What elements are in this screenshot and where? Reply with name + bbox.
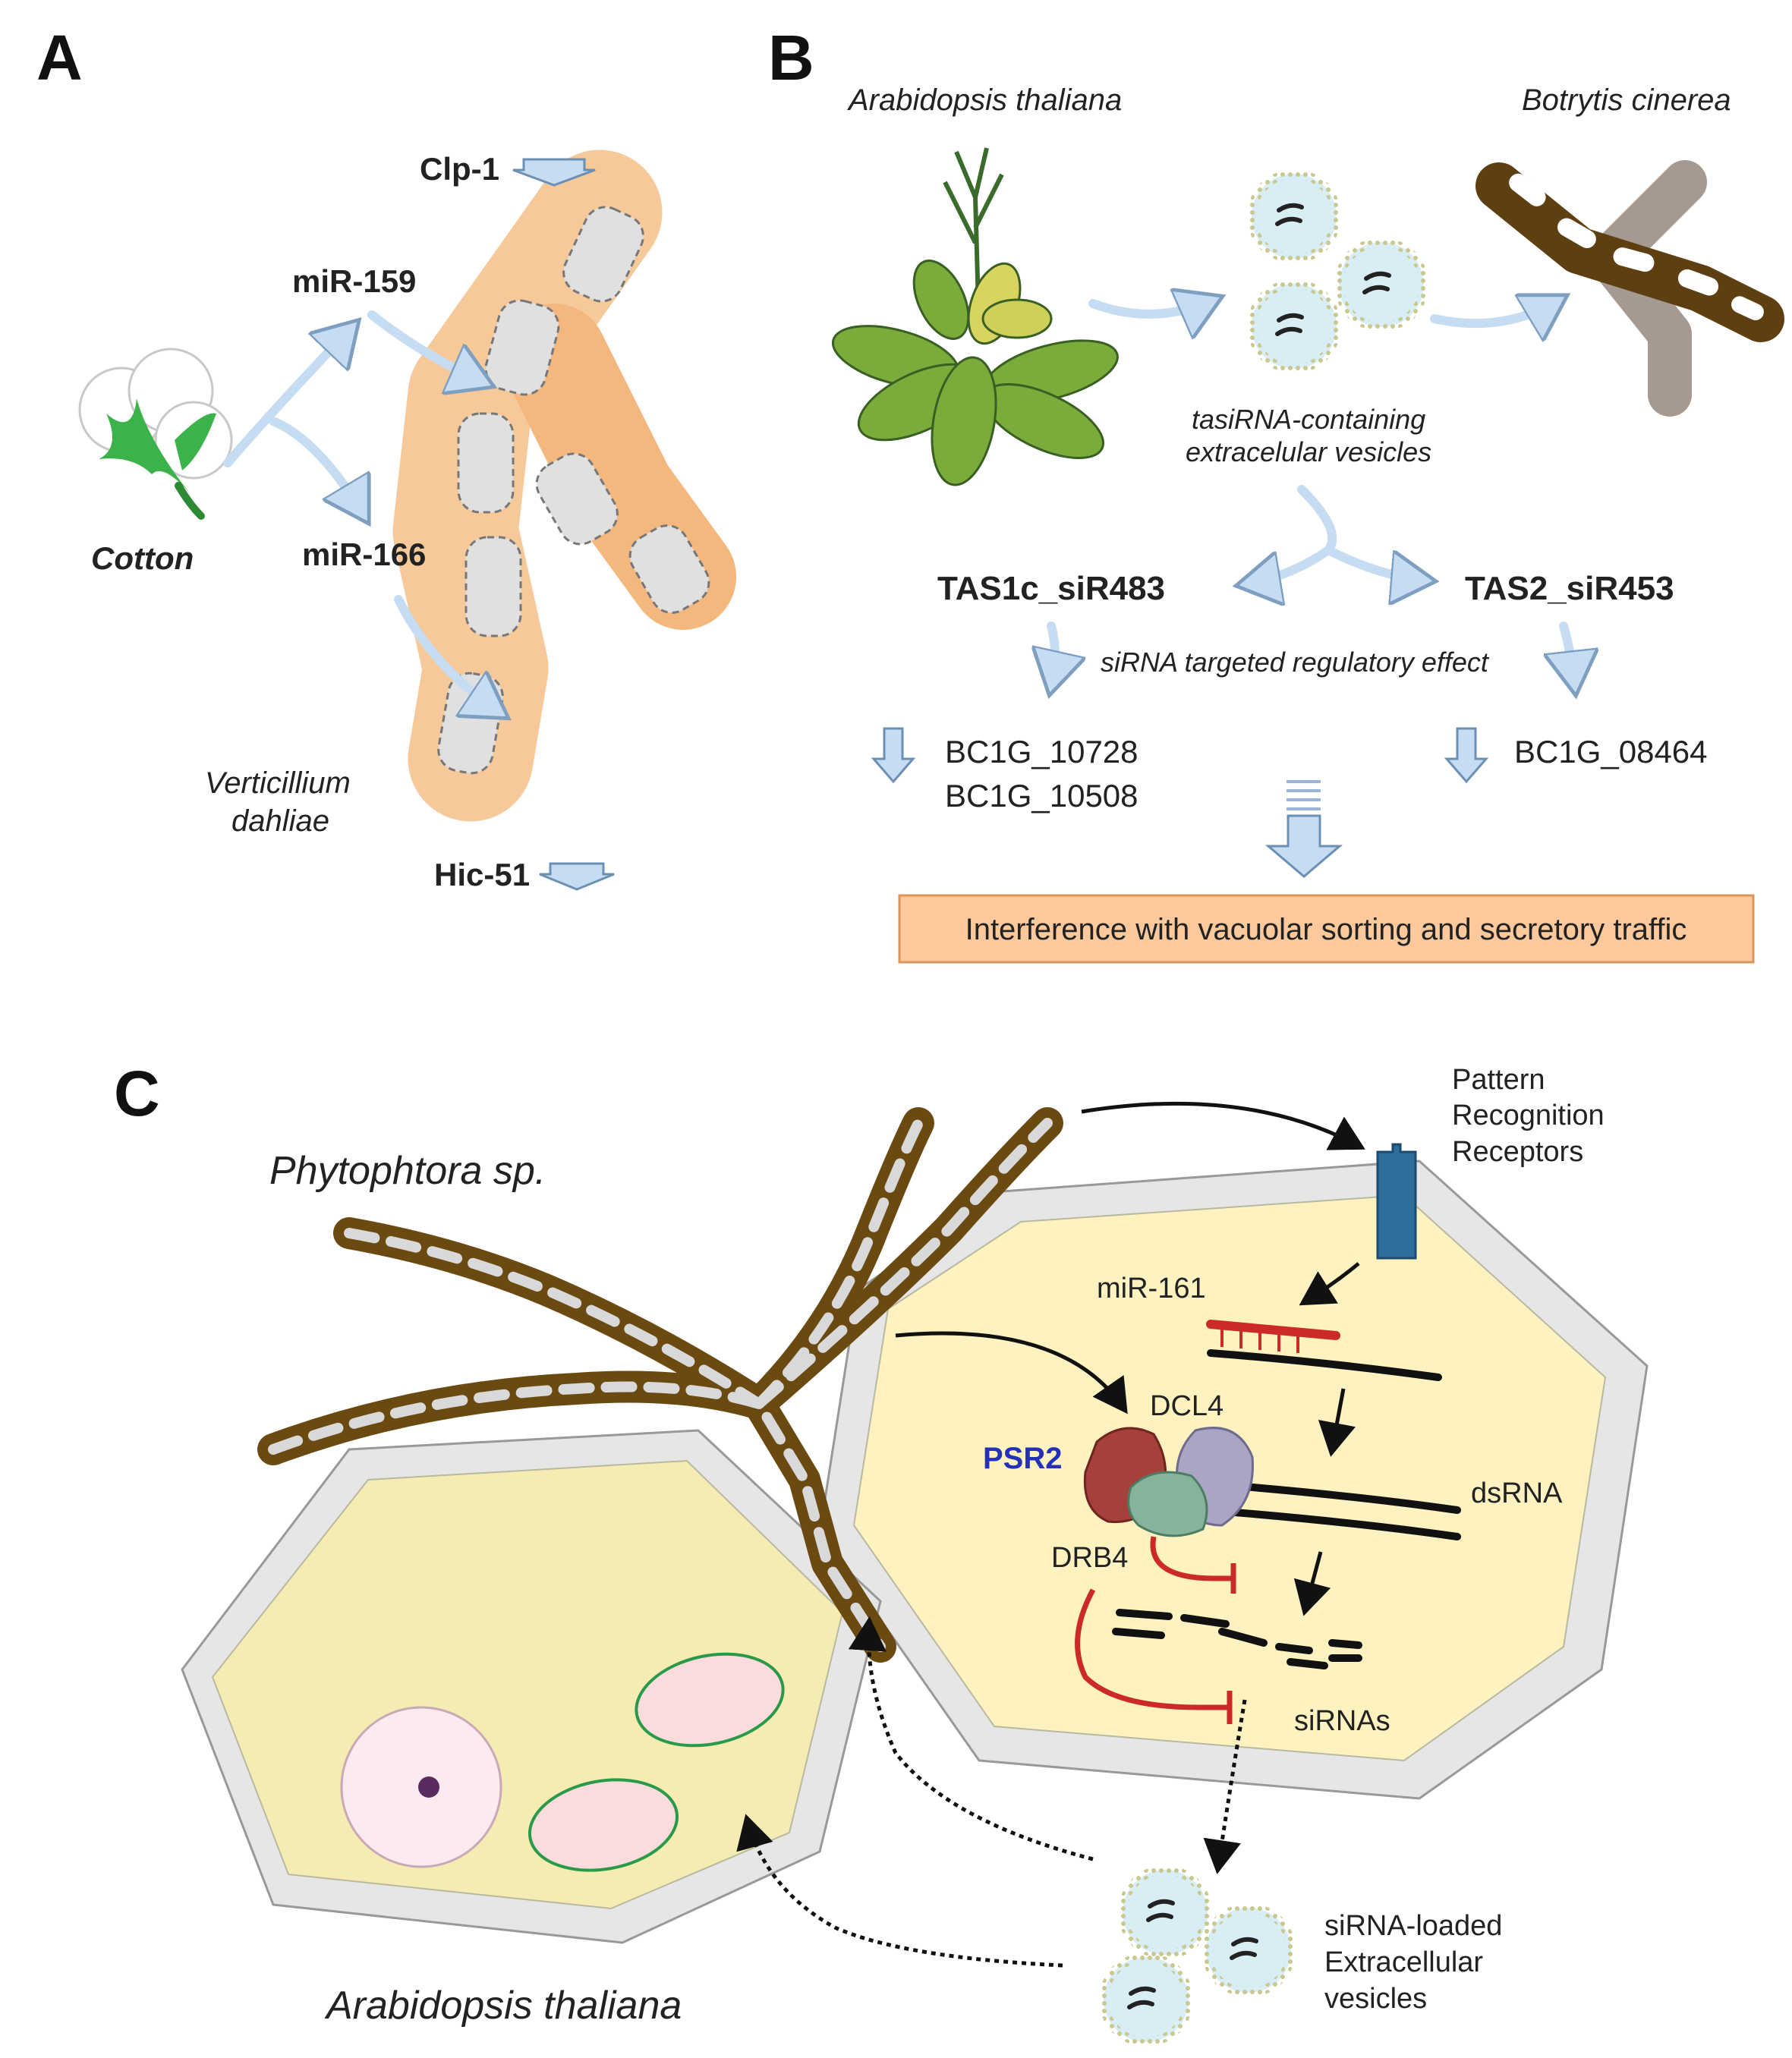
sirnas-label: siRNAs	[1294, 1705, 1390, 1737]
gene-3-label: BC1G_08464	[1514, 734, 1708, 769]
downregulation-icon	[871, 727, 916, 784]
sirna-2-label: TAS2_siR453	[1465, 570, 1674, 607]
drb4-label: DRB4	[1051, 1542, 1128, 1574]
target-hic51-label: Hic-51	[434, 857, 530, 892]
host-label: Cotton	[91, 540, 194, 576]
outcome-box: Interference with vacuolar sorting and s…	[898, 894, 1755, 964]
panel-b-letter: B	[768, 22, 814, 93]
prr-label-line2: Recognition	[1452, 1100, 1605, 1131]
down-arrows	[1051, 621, 1575, 687]
panel-a-letter: A	[36, 22, 83, 93]
host-label: Arabidopsis thaliana	[847, 83, 1122, 117]
target-clp1-label: Clp-1	[420, 151, 499, 187]
gene-2-label: BC1G_10508	[945, 778, 1139, 813]
drb4-protein	[1127, 1471, 1208, 1537]
down-arrow-icon	[512, 158, 596, 187]
downregulation-icon	[1444, 727, 1489, 784]
transfer-arrows	[223, 310, 501, 713]
inhibition-lines	[1075, 1536, 1236, 1724]
outcome-label: Interference with vacuolar sorting and s…	[965, 913, 1687, 946]
ev-label-line1: siRNA-loaded	[1324, 1910, 1502, 1942]
ev-label-line2: Extracellular	[1324, 1946, 1483, 1978]
host-plant-cell	[181, 1429, 882, 1944]
prr-label-line1: Pattern	[1452, 1064, 1545, 1096]
pathogen-label-line2: dahliae	[231, 804, 329, 838]
prr-label-line3: Receptors	[1452, 1136, 1583, 1168]
converge-arrow-icon	[1264, 780, 1343, 878]
transfer-arrows	[1088, 300, 1560, 323]
vesicle-transport-arrows	[736, 1616, 1247, 1968]
panel-c-letter: C	[114, 1058, 160, 1129]
ev-label-line3: vesicles	[1324, 1983, 1427, 2015]
vesicle-label-line1: tasiRNA-containing	[1192, 404, 1425, 435]
sirna-loaded-vesicles	[1099, 1865, 1296, 2047]
pathogen-label: Phytophtora sp.	[269, 1149, 546, 1193]
mirna-166-label: miR-166	[302, 537, 426, 572]
panel-b: B Arabidopsis thaliana Botrytis cinerea	[768, 22, 1784, 964]
arabidopsis-plant-icon	[831, 147, 1119, 486]
verticillium-hypha	[392, 149, 736, 822]
cotton-icon	[78, 348, 233, 520]
prr-receptor-icon	[1376, 1143, 1417, 1260]
mirna-159-label: miR-159	[292, 263, 416, 299]
mirna-label: miR-161	[1097, 1273, 1206, 1304]
sirna-1-label: TAS1c_siR483	[937, 570, 1165, 607]
effect-label: siRNA targeted regulatory effect	[1101, 647, 1490, 678]
down-arrow-icon	[539, 862, 615, 891]
mirna-duplex	[1206, 1320, 1442, 1381]
dcl4-label: DCL4	[1150, 1390, 1224, 1422]
host-label: Arabidopsis thaliana	[324, 1984, 682, 2028]
sirna-fragments	[1112, 1609, 1362, 1669]
pathogen-label-line1: Verticillium	[205, 766, 351, 800]
mitochondrion	[528, 1778, 679, 1872]
phytophthora-hypha	[257, 1107, 1063, 1663]
pathogen-label: Botrytis cinerea	[1522, 83, 1731, 117]
effector-label: PSR2	[983, 1442, 1063, 1475]
dicer-complex	[1083, 1427, 1254, 1537]
extracellular-vesicles	[1247, 169, 1428, 373]
panel-c: C Phytophtora sp. Pattern Recognition Re…	[114, 1058, 1649, 2047]
dsrna-label: dsRNA	[1471, 1477, 1563, 1509]
vesicle-label-line2: extracelular vesicles	[1186, 436, 1431, 467]
botrytis-hypha	[1475, 160, 1784, 417]
mitochondrion	[635, 1652, 785, 1748]
nucleolus	[418, 1776, 439, 1798]
panel-a: A Cotton	[36, 22, 736, 892]
split-arrows	[1245, 485, 1427, 584]
signal-arrows	[895, 1101, 1365, 1616]
gene-1-label: BC1G_10728	[945, 734, 1139, 769]
